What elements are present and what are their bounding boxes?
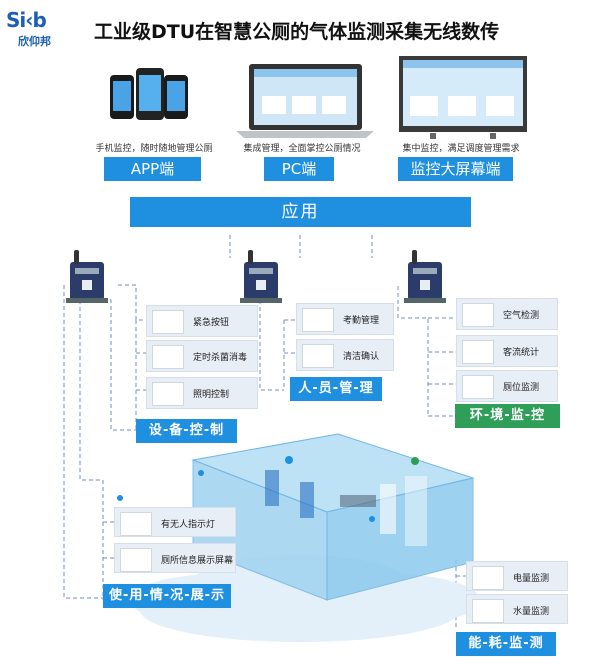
dtu-device-center	[240, 250, 282, 303]
stall-sensor-icon	[462, 375, 494, 399]
electric-meter-icon	[472, 566, 504, 590]
category-staff-management[interactable]: 人-员-管-理	[290, 377, 382, 401]
light-fixture-icon	[152, 382, 184, 406]
cleaning-panel-icon	[302, 344, 334, 368]
phone-icon	[110, 68, 188, 120]
emergency-button-icon	[152, 310, 184, 334]
card-cleaning-confirm: 清洁确认	[296, 339, 394, 371]
dtu-device-left	[66, 250, 108, 303]
laptop-icon	[236, 64, 374, 138]
category-equipment-control[interactable]: 设-备-控-制	[136, 419, 237, 443]
card-emergency-button: 紧急按钮	[146, 305, 258, 337]
monitor-end-button[interactable]: 监控大屏幕端	[398, 157, 513, 181]
monitor-icon	[399, 56, 527, 139]
display-screen-icon	[120, 548, 152, 572]
occupancy-light-icon	[120, 512, 152, 536]
pc-end-caption: 集成管理，全面掌控公厕情况	[243, 144, 361, 154]
air-sensor-icon	[462, 303, 494, 327]
sprayer-icon	[152, 345, 184, 369]
card-air-detection: 空气检测	[456, 298, 558, 330]
people-counter-icon	[462, 340, 494, 364]
restroom-building	[117, 433, 475, 601]
connection-lines	[63, 235, 466, 630]
dtu-device-right	[404, 250, 446, 303]
brand-logo: Si‹b 欣仰邦	[6, 8, 72, 48]
category-usage-display[interactable]: 使-用-情-况-展-示	[103, 584, 231, 608]
logo-subtitle: 欣仰邦	[18, 35, 51, 48]
pc-end-button[interactable]: PC端	[264, 157, 334, 181]
category-energy-monitoring[interactable]: 能-耗-监-测	[456, 632, 556, 656]
card-info-screen: 厕所信息展示屏幕	[114, 543, 236, 573]
card-lighting-control: 照明控制	[146, 377, 258, 409]
app-end-button[interactable]: APP端	[104, 157, 201, 181]
card-passenger-count: 客流统计	[456, 335, 558, 367]
monitor-end-caption: 集中监控，满足调度管理需求	[402, 144, 520, 154]
application-bar: 应用	[130, 197, 471, 227]
card-timed-disinfection: 定时杀菌消毒	[146, 340, 258, 372]
app-end-caption: 手机监控，随时随地管理公厕	[95, 144, 213, 154]
card-stall-monitoring: 厕位监测	[456, 370, 558, 402]
page-title: 工业级DTU在智慧公厕的气体监测采集无线数传	[94, 21, 500, 43]
card-attendance: 考勤管理	[296, 303, 394, 335]
attendance-terminal-icon	[302, 308, 334, 332]
water-meter-icon	[472, 599, 504, 623]
card-electricity-monitoring: 电量监测	[466, 561, 568, 591]
logo-mark: Si‹b	[6, 8, 47, 32]
card-occupancy-indicator: 有无人指示灯	[114, 507, 236, 537]
category-environment-monitoring[interactable]: 环-境-监-控	[455, 404, 560, 428]
card-water-monitoring: 水量监测	[466, 594, 568, 624]
